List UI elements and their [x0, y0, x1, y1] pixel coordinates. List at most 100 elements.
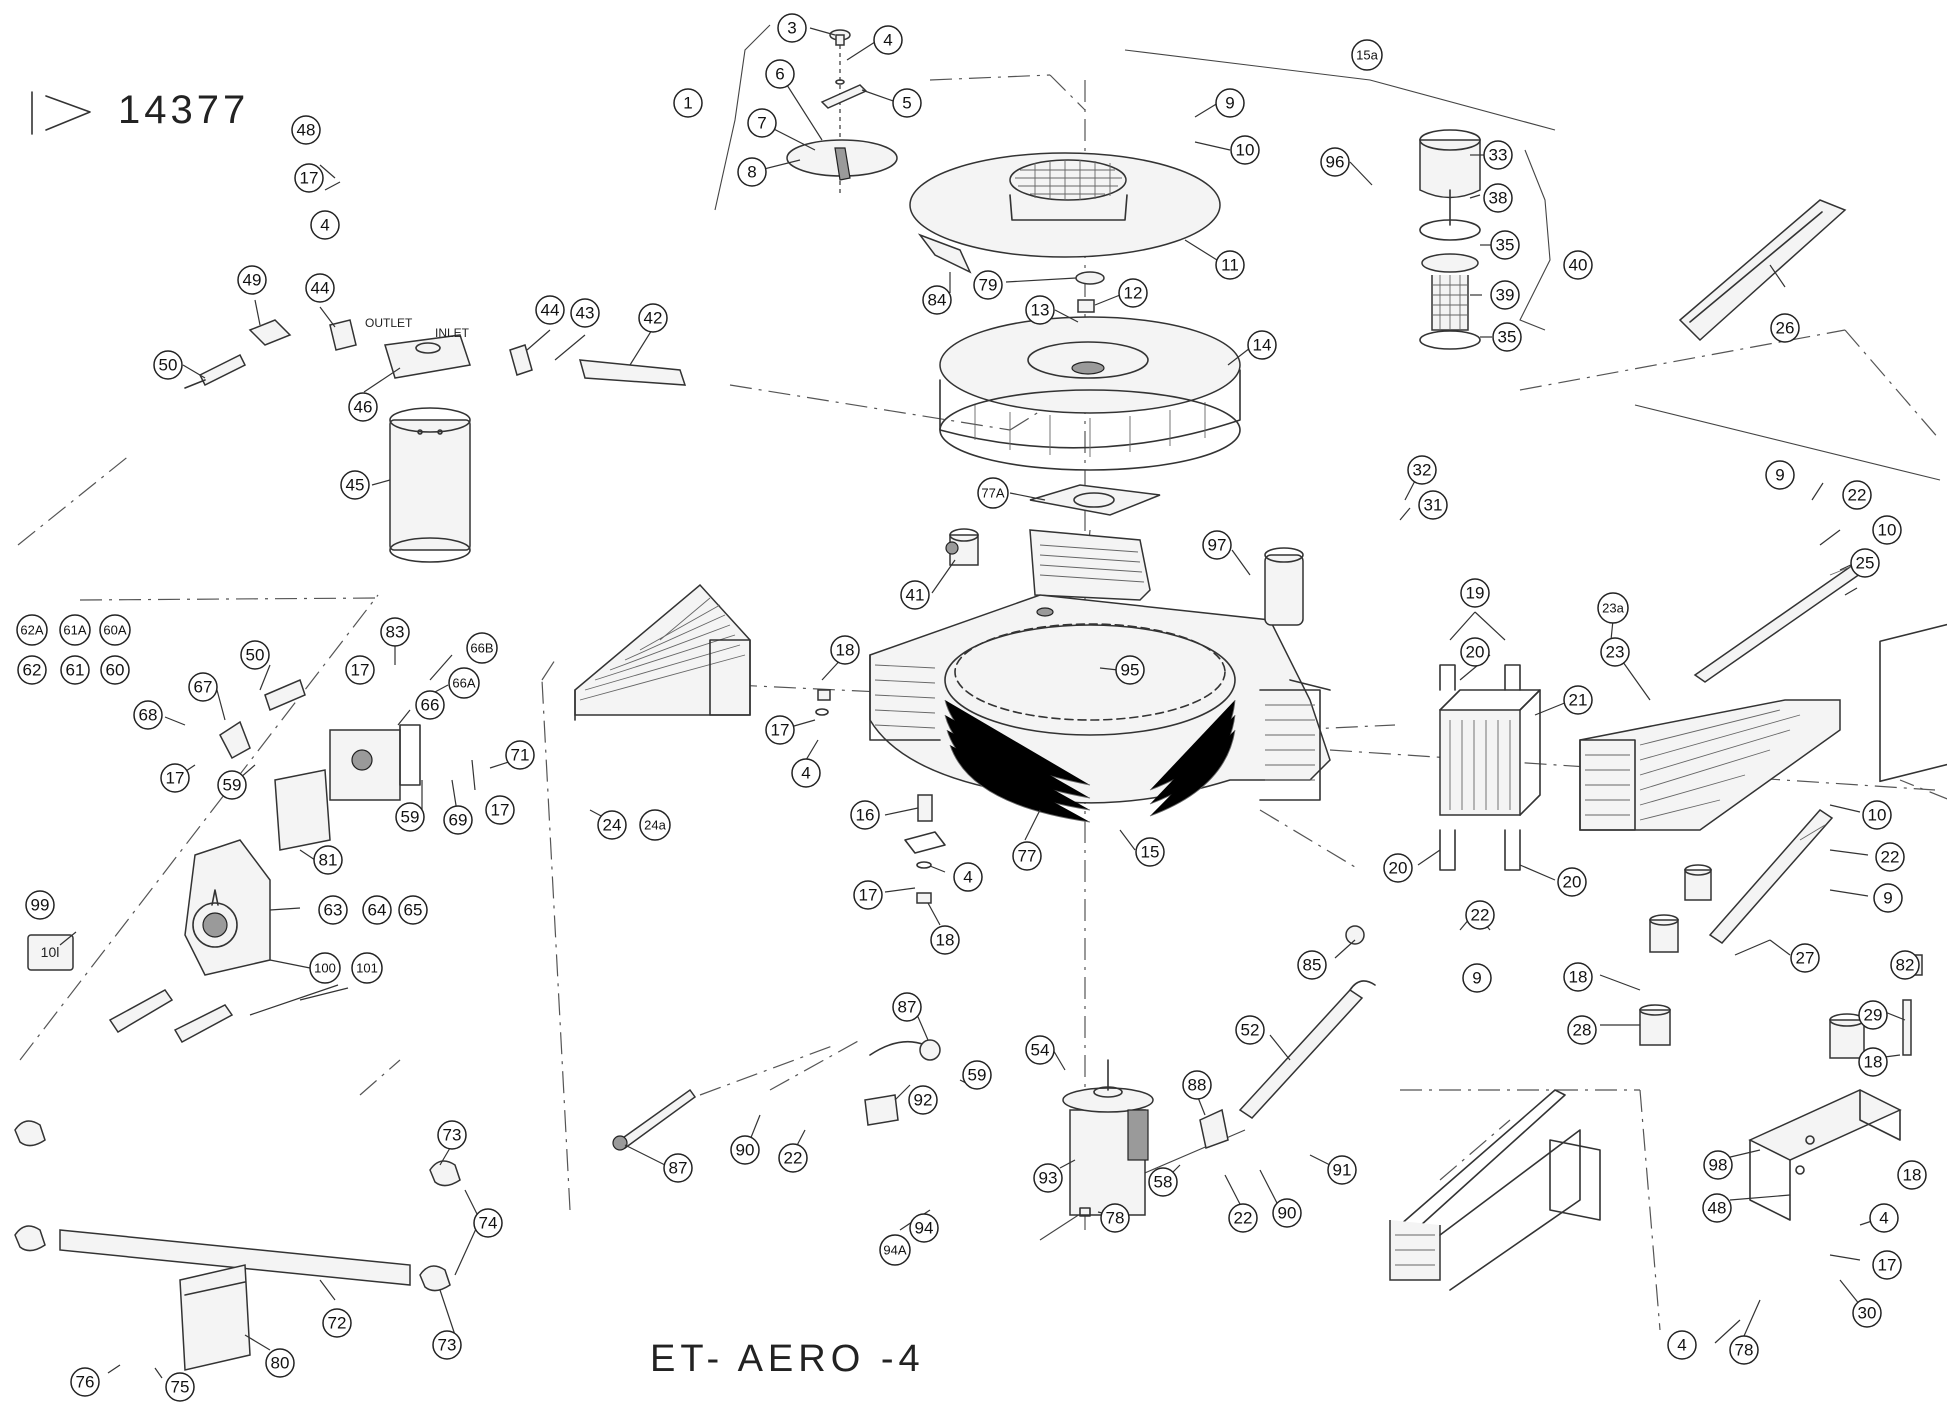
part-callout: 23 — [1600, 637, 1630, 667]
callout-circle — [362, 895, 392, 925]
part-callout: 17 — [1872, 1250, 1902, 1280]
callout-number: 63 — [324, 901, 343, 920]
callout-circle — [17, 655, 47, 685]
part-callout: 83 — [380, 617, 410, 647]
callout-circle — [25, 890, 55, 920]
callout-circle — [962, 1060, 992, 1090]
part-callout: 54 — [1025, 1035, 1055, 1065]
callout-number: 41 — [906, 586, 925, 605]
callout-number: 48 — [297, 121, 316, 140]
part-callout: 20 — [1383, 853, 1413, 883]
callout-circle — [879, 1234, 911, 1266]
callout-circle — [291, 115, 321, 145]
part-callout: 68 — [133, 700, 163, 730]
callout-circle — [1465, 900, 1495, 930]
part-callout: 93 — [1033, 1163, 1063, 1193]
callout-number: 90 — [736, 1141, 755, 1160]
callout-number: 18 — [936, 931, 955, 950]
callout-number: 58 — [1154, 1173, 1173, 1192]
callout-circle — [1135, 837, 1165, 867]
callout-number: 9 — [1775, 466, 1784, 485]
part-callout: 64 — [362, 895, 392, 925]
part-callout: 22 — [1228, 1203, 1258, 1233]
part-callout: 95 — [1115, 655, 1145, 685]
part-callout: 18 — [1563, 962, 1593, 992]
callout-number: 87 — [898, 998, 917, 1017]
callout-number: 83 — [386, 623, 405, 642]
callout-number: 35 — [1498, 328, 1517, 347]
callout-number: 66 — [421, 696, 440, 715]
callout-circle — [1858, 1047, 1888, 1077]
callout-circle — [1492, 322, 1522, 352]
callout-number: 17 — [771, 721, 790, 740]
callout-circle — [930, 925, 960, 955]
filter-element — [1419, 129, 1481, 350]
callout-circle — [1202, 530, 1232, 560]
callout-number: 82 — [1896, 956, 1915, 975]
callout-number: 8 — [747, 163, 756, 182]
part-callout: 31 — [1418, 490, 1448, 520]
callout-circle — [892, 992, 922, 1022]
part-callout: 32 — [1407, 455, 1437, 485]
callout-number: 28 — [1573, 1021, 1592, 1040]
callout-number: 60 — [106, 661, 125, 680]
callout-number: 62 — [23, 661, 42, 680]
part-callout: 80 — [265, 1348, 295, 1378]
callout-number: 22 — [1234, 1209, 1253, 1228]
part-callout: 99 — [25, 890, 55, 920]
callout-number: 18 — [1864, 1053, 1883, 1072]
part-callout: 52 — [1235, 1015, 1265, 1045]
callout-circle — [1462, 963, 1492, 993]
part-callout: 24 — [597, 810, 627, 840]
callout-number: 50 — [159, 356, 178, 375]
callout-number: 52 — [1241, 1021, 1260, 1040]
part-callout: 77 — [1012, 841, 1042, 871]
callout-number: 99 — [31, 896, 50, 915]
callout-circle — [873, 25, 903, 55]
callout-circle — [737, 157, 767, 187]
part-callout: 46 — [348, 392, 378, 422]
callout-number: 88 — [1188, 1076, 1207, 1095]
callout-number: 27 — [1796, 949, 1815, 968]
hoses-and-connectors — [612, 925, 1376, 1151]
callout-number: 97 — [1208, 536, 1227, 555]
part-callout: 75 — [165, 1372, 195, 1402]
callout-number: 22 — [1471, 906, 1490, 925]
part-callout: 17 — [160, 763, 190, 793]
part-callout: 78 — [1729, 1335, 1759, 1365]
part-callout: 81 — [313, 845, 343, 875]
callout-circle — [973, 270, 1003, 300]
callout-number: 17 — [491, 801, 510, 820]
callout-number: 40 — [1569, 256, 1588, 275]
part-callout: 97 — [1202, 530, 1232, 560]
callout-number: 9 — [1883, 889, 1892, 908]
part-callout: 4 — [953, 862, 983, 892]
callout-circle — [747, 108, 777, 138]
part-callout: 10 — [1230, 135, 1260, 165]
callout-circle — [505, 740, 535, 770]
part-callout: 11 — [1215, 250, 1245, 280]
callout-circle — [1858, 1000, 1888, 1030]
part-callout: 14 — [1247, 330, 1277, 360]
part-callout: 100 — [309, 952, 341, 984]
guide-rails — [1693, 559, 1872, 944]
callout-number: 72 — [328, 1314, 347, 1333]
callout-number: 14 — [1253, 336, 1272, 355]
callout-number: 54 — [1031, 1041, 1050, 1060]
callout-number: 19 — [1466, 584, 1485, 603]
callout-circle — [217, 770, 247, 800]
callout-number: 60A — [103, 623, 126, 638]
part-callout: 26 — [1770, 313, 1800, 343]
callout-number: 4 — [1677, 1336, 1686, 1355]
part-callout: 4 — [1869, 1203, 1899, 1233]
callout-number: 20 — [1389, 859, 1408, 878]
part-callout: 82 — [1890, 950, 1920, 980]
callout-circle — [165, 1372, 195, 1402]
callout-circle — [1383, 853, 1413, 883]
callout-circle — [908, 1085, 938, 1115]
part-callout: 90 — [730, 1135, 760, 1165]
callout-number: 18 — [1569, 968, 1588, 987]
part-callout: 62 — [17, 655, 47, 685]
oil-filter-group — [184, 319, 687, 563]
part-callout: 4 — [791, 758, 821, 788]
